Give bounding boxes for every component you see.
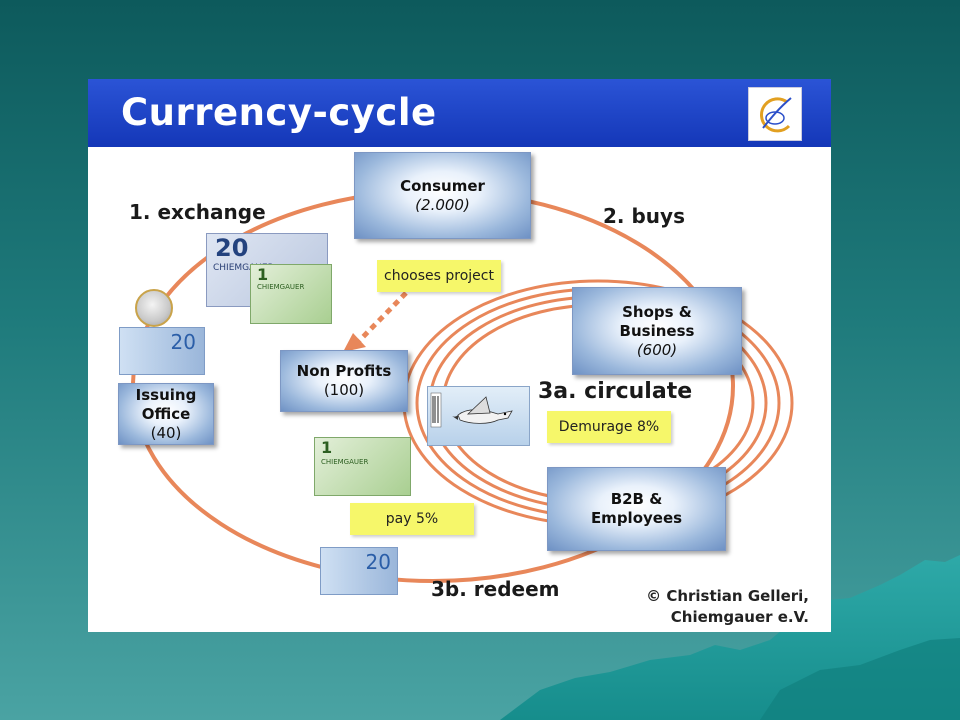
b2b-employees-node: B2B & Employees	[547, 467, 726, 551]
chiemgauer-20-brand: CHIEMGAUER	[213, 263, 274, 273]
issuing-label-line2: Office	[141, 404, 191, 423]
tag-demurage: Demurage 8%	[547, 411, 671, 443]
chiemgauer-1-brand: CHIEMGAUER	[257, 283, 305, 291]
title-bar: Currency-cycle	[88, 79, 831, 147]
chiemgauer-20-value: 20	[215, 234, 249, 262]
step-redeem: 3b. redeem	[431, 577, 560, 601]
issuing-label-line1: Issuing	[135, 385, 197, 404]
tag-chooses-project: chooses project	[377, 260, 501, 292]
non-profits-node: Non Profits (100)	[280, 350, 408, 412]
duck-icon	[430, 392, 513, 428]
copyright: © Christian Gelleri, Chiemgauer e.V.	[646, 586, 809, 628]
euro-coin	[135, 289, 173, 327]
shops-label-line2: Business	[619, 321, 695, 340]
chiemgauer-logo	[748, 87, 802, 141]
chiemgauer-1-bill-lower: 1 CHIEMGAUER	[314, 437, 411, 496]
consumer-node: Consumer (2.000)	[354, 152, 531, 239]
euro-20-value-bottom: 20	[365, 550, 391, 574]
consumer-count: (2.000)	[415, 195, 470, 214]
slide-title: Currency-cycle	[121, 91, 437, 134]
issuing-count: (40)	[150, 423, 182, 442]
slide: Currency-cycle	[88, 79, 831, 632]
cycle-diagram: Consumer (2.000) Shops & Business (600) …	[88, 147, 831, 632]
step-circulate: 3a. circulate	[538, 379, 693, 404]
b2b-label-line2: Employees	[590, 509, 683, 527]
chiemgauer-1-brand-lower: CHIEMGAUER	[321, 458, 369, 466]
euro-20-value-left: 20	[170, 330, 196, 354]
euro-20-note-left: 20	[119, 327, 205, 375]
non-profits-count: (100)	[323, 381, 365, 399]
step-buys: 2. buys	[603, 204, 685, 228]
euro-20-note-bottom: 20	[320, 547, 398, 595]
copyright-line2: Chiemgauer e.V.	[670, 608, 809, 626]
chiemgauer-1-value: 1	[257, 265, 269, 284]
b2b-label-line1: B2B &	[610, 490, 663, 508]
issuing-office-node: Issuing Office (40)	[118, 383, 214, 445]
consumer-label: Consumer	[400, 176, 485, 195]
duck-voucher-image	[427, 386, 530, 446]
chiemgauer-1-value-lower: 1	[321, 438, 333, 457]
step-exchange: 1. exchange	[129, 200, 266, 224]
copyright-line1: © Christian Gelleri,	[646, 587, 809, 605]
shops-business-node: Shops & Business (600)	[572, 287, 742, 375]
shops-count: (600)	[636, 340, 678, 359]
tag-pay: pay 5%	[350, 503, 474, 535]
shops-label-line1: Shops &	[622, 302, 692, 321]
chiemgauer-1-bill: 1 CHIEMGAUER	[250, 264, 332, 324]
non-profits-label: Non Profits	[296, 362, 392, 380]
